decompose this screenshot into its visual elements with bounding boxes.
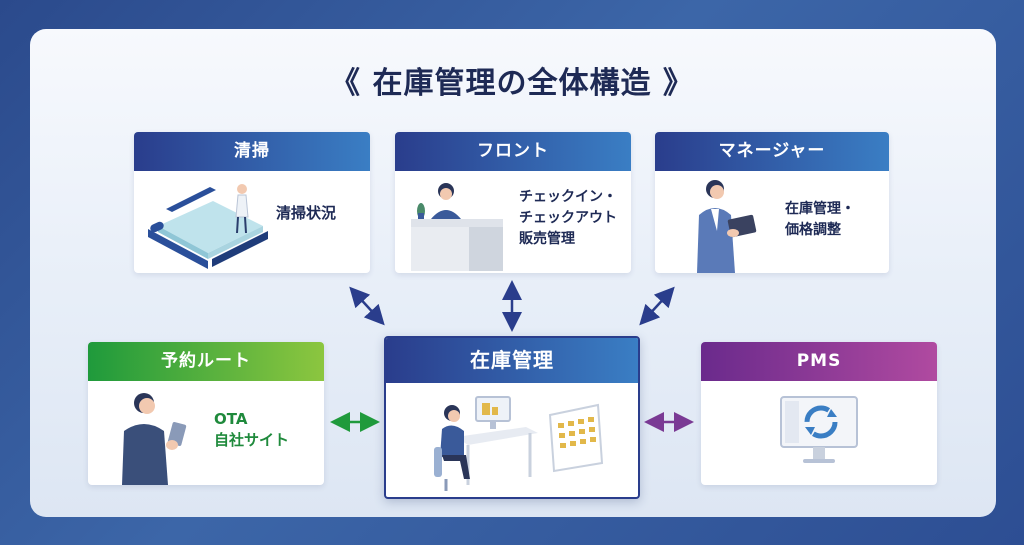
calendar-icon [548, 403, 604, 473]
diagram-title: 《 在庫管理の全体構造 》 [330, 66, 694, 101]
front-line-2: チェックアウト [519, 210, 617, 226]
card-pms: PMS [701, 342, 937, 485]
booking-text: OTA 自社サイト [214, 409, 289, 451]
card-cleaning: 清掃 清掃状況 [134, 132, 370, 273]
manager-illustration [697, 180, 757, 273]
front-text: チェックイン・ チェックアウト 販売管理 [519, 187, 617, 250]
card-inventory-header: 在庫管理 [386, 338, 638, 383]
card-manager-header: マネージャー [655, 132, 889, 171]
arrow-cleaning-inventory [349, 286, 385, 326]
booking-line-2: 自社サイト [214, 431, 290, 449]
front-line-3: 販売管理 [519, 231, 575, 247]
manager-line-2: 価格調整 [785, 222, 841, 238]
bed-illustration [148, 184, 268, 269]
monitor-sync-icon [780, 396, 858, 463]
front-line-1: チェックイン・ [519, 189, 617, 205]
arrow-manager-inventory [639, 286, 675, 326]
card-pms-header: PMS [701, 342, 937, 381]
card-cleaning-header: 清掃 [134, 132, 370, 171]
card-front-header: フロント [395, 132, 631, 171]
manager-text: 在庫管理・ 価格調整 [785, 199, 855, 241]
manager-line-1: 在庫管理・ [785, 201, 855, 217]
card-manager: マネージャー 在庫管理・ 価格調整 [655, 132, 889, 273]
cleaning-status-text: 清掃状況 [276, 204, 337, 222]
reception-illustration [411, 183, 503, 271]
booking-line-1: OTA [214, 410, 248, 428]
card-front: フロント チェックイン・ チェックアウト 販売管理 [395, 132, 631, 273]
person-tablet-illustration [122, 393, 187, 485]
card-booking-route: 予約ルート OTA 自社サイト [88, 342, 324, 485]
card-inventory-management: 在庫管理 [384, 336, 640, 499]
card-booking-header: 予約ルート [88, 342, 324, 381]
desk-worker-illustration [434, 396, 538, 491]
